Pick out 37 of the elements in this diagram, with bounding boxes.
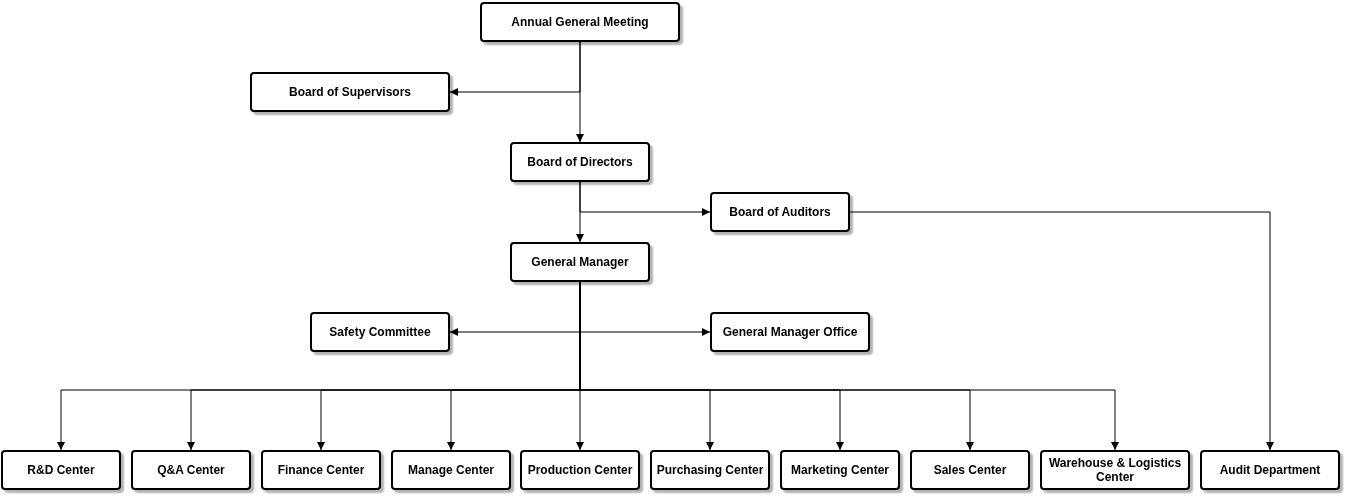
unit-name: Warehouse & Logistics Center (1047, 456, 1183, 484)
org-unit-box (310, 312, 450, 352)
org-unit-box (510, 142, 650, 182)
unit-name: Board of Auditors (728, 205, 832, 219)
unit-name: Sales Center (932, 463, 1008, 477)
unit-name: Safety Committee (328, 325, 432, 339)
unit-name: Finance Center (276, 463, 366, 477)
org-unit-box (250, 72, 450, 112)
org-unit-box (131, 450, 251, 490)
org-unit-box (1, 450, 121, 490)
org-unit-box (710, 192, 850, 232)
unit-name: Manage Center (407, 463, 495, 477)
unit-name: Purchasing Center (655, 463, 765, 477)
org-unit-box (780, 450, 900, 490)
org-unit-box (1040, 450, 1190, 490)
org-unit-box (261, 450, 381, 490)
org-unit-box (650, 450, 770, 490)
org-unit-box (710, 312, 870, 352)
unit-name: Annual General Meeting (510, 15, 650, 29)
org-unit-box (910, 450, 1030, 490)
connector-arrow (576, 181, 584, 243)
unit-name: Audit Department (1218, 463, 1322, 477)
connector-arrow (849, 211, 1274, 451)
unit-name: Board of Supervisors (288, 85, 412, 99)
org-unit-box (1200, 450, 1340, 490)
unit-name: Production Center (526, 463, 634, 477)
unit-name: General Manager (530, 255, 630, 269)
unit-name: Q&A Center (156, 463, 226, 477)
org-unit-box (510, 242, 650, 282)
connector-arrow (576, 41, 584, 143)
unit-name: Board of Directors (526, 155, 634, 169)
unit-name: R&D Center (26, 463, 96, 477)
org-unit-box (391, 450, 511, 490)
unit-name: Marketing Center (790, 463, 890, 477)
org-unit-box (520, 450, 640, 490)
unit-name: General Manager Office (721, 325, 859, 339)
org-unit-box (480, 2, 680, 42)
